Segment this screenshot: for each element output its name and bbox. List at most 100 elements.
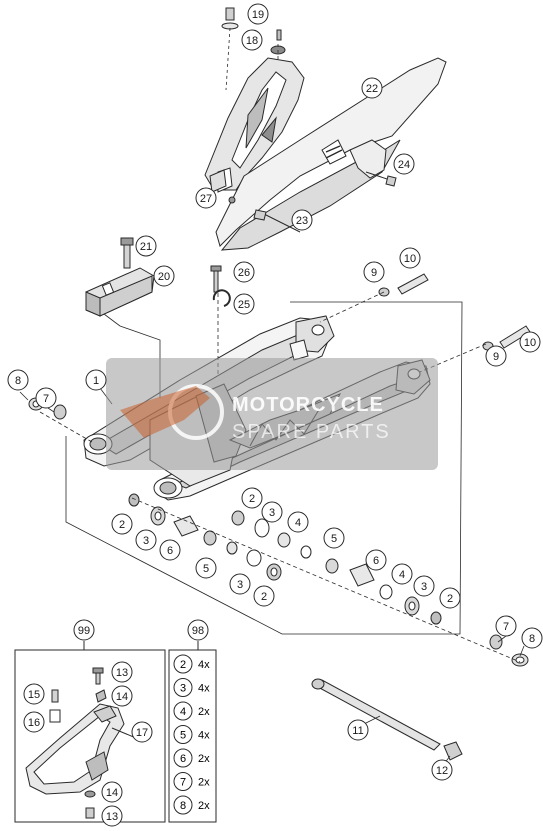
callout-c10a: 10 xyxy=(399,247,421,269)
callout-c3c: 3 xyxy=(135,529,157,551)
callout-c19: 19 xyxy=(247,3,269,25)
callout-number: 12 xyxy=(436,765,448,777)
callout-number: 3 xyxy=(143,535,149,547)
callout-number: 15 xyxy=(28,689,40,701)
kit98-part-circle xyxy=(173,748,193,768)
chain-guard xyxy=(204,57,447,251)
callout-circle xyxy=(73,619,95,641)
callout-circle xyxy=(391,563,413,585)
callout-c9b: 9 xyxy=(485,345,507,367)
callout-c21: 21 xyxy=(135,235,157,257)
callout-number: 18 xyxy=(246,35,258,47)
callout-c2d: 2 xyxy=(253,585,275,607)
callout-circle xyxy=(247,3,269,25)
callout-number: 9 xyxy=(371,267,377,279)
kit98-quantity: 2x xyxy=(198,777,210,789)
callout-c4a: 4 xyxy=(287,511,309,533)
callout-circle xyxy=(363,261,385,283)
kit98-quantity: 2x xyxy=(198,800,210,812)
callout-c14a: 14 xyxy=(111,685,133,707)
callout-circle xyxy=(35,387,57,409)
callout-number: 22 xyxy=(366,83,378,95)
callout-circle xyxy=(159,539,181,561)
callout-circle xyxy=(23,711,45,733)
callout-number: 13 xyxy=(116,667,128,679)
callout-c11: 11 xyxy=(347,719,369,741)
callout-number: 4 xyxy=(399,569,405,581)
callout-number: 11 xyxy=(352,725,363,737)
callout-number: 27 xyxy=(200,193,212,205)
callout-c20: 20 xyxy=(153,265,175,287)
kit98-row: 2 4x xyxy=(173,654,210,674)
callout-circle xyxy=(361,77,383,99)
callout-circle xyxy=(399,247,421,269)
callout-number: 17 xyxy=(136,727,148,739)
callout-circle xyxy=(241,29,263,51)
callout-number: 2 xyxy=(119,519,125,531)
callout-circle xyxy=(431,759,453,781)
callout-number: 3 xyxy=(421,581,427,593)
callout-number: 8 xyxy=(15,375,21,387)
callout-circle xyxy=(135,529,157,551)
callout-circle xyxy=(111,661,133,683)
kit98-part-number: 4 xyxy=(180,706,186,718)
callout-number: 5 xyxy=(331,533,337,545)
callout-circle xyxy=(241,487,263,509)
callout-c7b: 7 xyxy=(495,615,517,637)
callout-c98: 98 xyxy=(187,619,209,641)
callout-c6a: 6 xyxy=(365,549,387,571)
kit98-part-number: 2 xyxy=(180,659,186,671)
callout-circle xyxy=(135,235,157,257)
callout-number: 2 xyxy=(261,591,267,603)
callout-number: 26 xyxy=(238,267,250,279)
watermark-line1: MOTORCYCLE xyxy=(232,394,384,416)
kit98-part-circle xyxy=(173,795,193,815)
watermark-line2: SPARE PARTS xyxy=(232,421,391,443)
kit98-part-number: 7 xyxy=(180,777,186,789)
callout-number: 4 xyxy=(295,517,301,529)
kit98-part-number: 8 xyxy=(180,800,186,812)
callout-number: 7 xyxy=(503,621,509,633)
callout-c2b: 2 xyxy=(439,587,461,609)
kit98-part-circle xyxy=(173,678,193,697)
callout-circle xyxy=(7,369,29,391)
callout-number: 1 xyxy=(93,375,99,387)
callout-number: 2 xyxy=(447,593,453,605)
callout-number: 16 xyxy=(28,717,40,729)
callout-c2c: 2 xyxy=(111,513,133,535)
callout-number: 6 xyxy=(167,545,173,557)
kit98-quantity: 2x xyxy=(198,706,210,718)
callout-c4b: 4 xyxy=(391,563,413,585)
callout-circle xyxy=(323,527,345,549)
shock-mount-hardware xyxy=(210,265,231,307)
callout-circle xyxy=(23,683,45,705)
kit98-row: 7 2x xyxy=(173,772,210,791)
callout-number: 8 xyxy=(529,633,535,645)
chain-slider-front xyxy=(85,237,155,317)
callout-c14b: 14 xyxy=(101,781,123,803)
callout-c8b: 8 xyxy=(521,627,543,649)
callout-number: 2 xyxy=(249,493,255,505)
kit98-quantity: 4x xyxy=(198,659,210,671)
callout-number: 25 xyxy=(238,299,250,311)
callout-c18: 18 xyxy=(241,29,263,51)
callout-number: 10 xyxy=(404,253,416,265)
kit98-row: 4 2x xyxy=(173,701,210,721)
callout-c2a: 2 xyxy=(241,487,263,509)
callout-c5a: 5 xyxy=(323,527,345,549)
callout-c25: 25 xyxy=(233,293,255,315)
callout-c24: 24 xyxy=(393,153,415,175)
callout-c17: 17 xyxy=(131,721,153,743)
callout-circle xyxy=(253,585,275,607)
kit98-part-number: 5 xyxy=(180,730,186,742)
callout-c8a: 8 xyxy=(7,369,29,391)
callout-number: 14 xyxy=(106,787,118,799)
callout-c15: 15 xyxy=(23,683,45,705)
callout-circle xyxy=(233,261,255,283)
callout-c22: 22 xyxy=(361,77,383,99)
callout-circle xyxy=(287,511,309,533)
